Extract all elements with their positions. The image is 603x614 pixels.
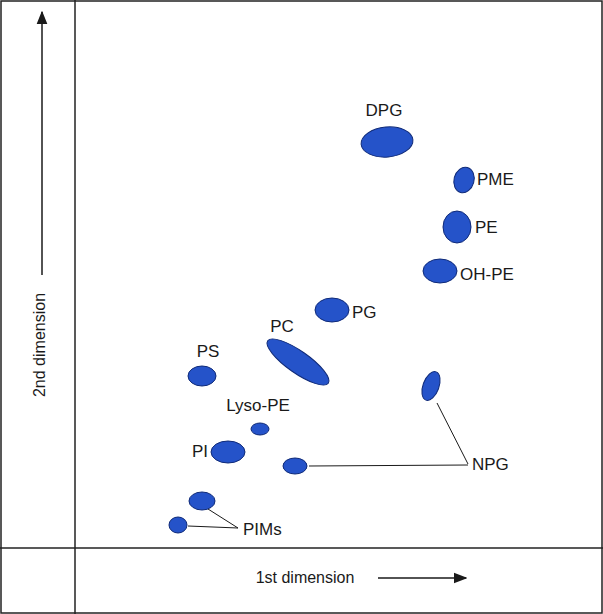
lipid-spot: PC [259,323,337,401]
lipid-label: OH-PE [460,266,514,285]
spot-shape [209,433,247,471]
lipid-spot: PG [313,291,351,329]
axis-arrow [41,12,43,275]
spot-shape [359,114,415,170]
lipid-spot: PI [209,433,247,471]
axis-title: 2nd dimension [31,293,49,397]
leader-line [188,526,238,528]
spot-shape [313,291,351,329]
spot-shape [249,418,271,440]
lipid-spot: PS [186,360,218,392]
lipid-label: PE [475,219,498,238]
spot-label: NPG [472,456,509,475]
spot-ellipse [315,298,349,322]
spot-ellipse [211,441,245,463]
axis-arrow [378,577,466,579]
spot-shape [449,165,479,195]
lipid-spot: PE [439,209,475,245]
spot-ellipse [261,332,334,392]
lipid-spot [418,369,443,403]
lipid-spot: Lyso-PE [249,418,271,440]
lipid-spot: PME [449,165,479,195]
lipid-label: PI [192,443,208,462]
origin-line [0,547,603,549]
leader-line [208,509,238,528]
lipid-spot: OH-PE [421,252,459,290]
spot-shape [186,360,218,392]
spot-label: PIMs [243,521,282,540]
axis-title: 1st dimension [256,569,355,587]
lipid-label: PS [197,343,220,362]
spot-ellipse [443,211,471,243]
leader-line [437,403,468,464]
lipid-label: Lyso-PE [226,397,290,416]
lipid-label: DPG [366,102,403,121]
lipid-spot [169,517,187,533]
lipid-spot [283,458,307,474]
leader-line [309,465,468,466]
origin-line [74,0,76,614]
lipid-label: PC [270,318,294,337]
spot-shape [439,209,475,245]
spot-ellipse [188,366,216,386]
spot-shape [421,252,459,290]
spot-ellipse [360,125,414,159]
spot-ellipse [451,165,477,195]
lipid-spot: DPG [359,114,415,170]
spot-ellipse [251,423,269,435]
lipid-label: PME [477,171,514,190]
lipid-spot [189,492,215,510]
spot-ellipse [423,259,457,283]
lipid-label: PG [352,304,377,323]
